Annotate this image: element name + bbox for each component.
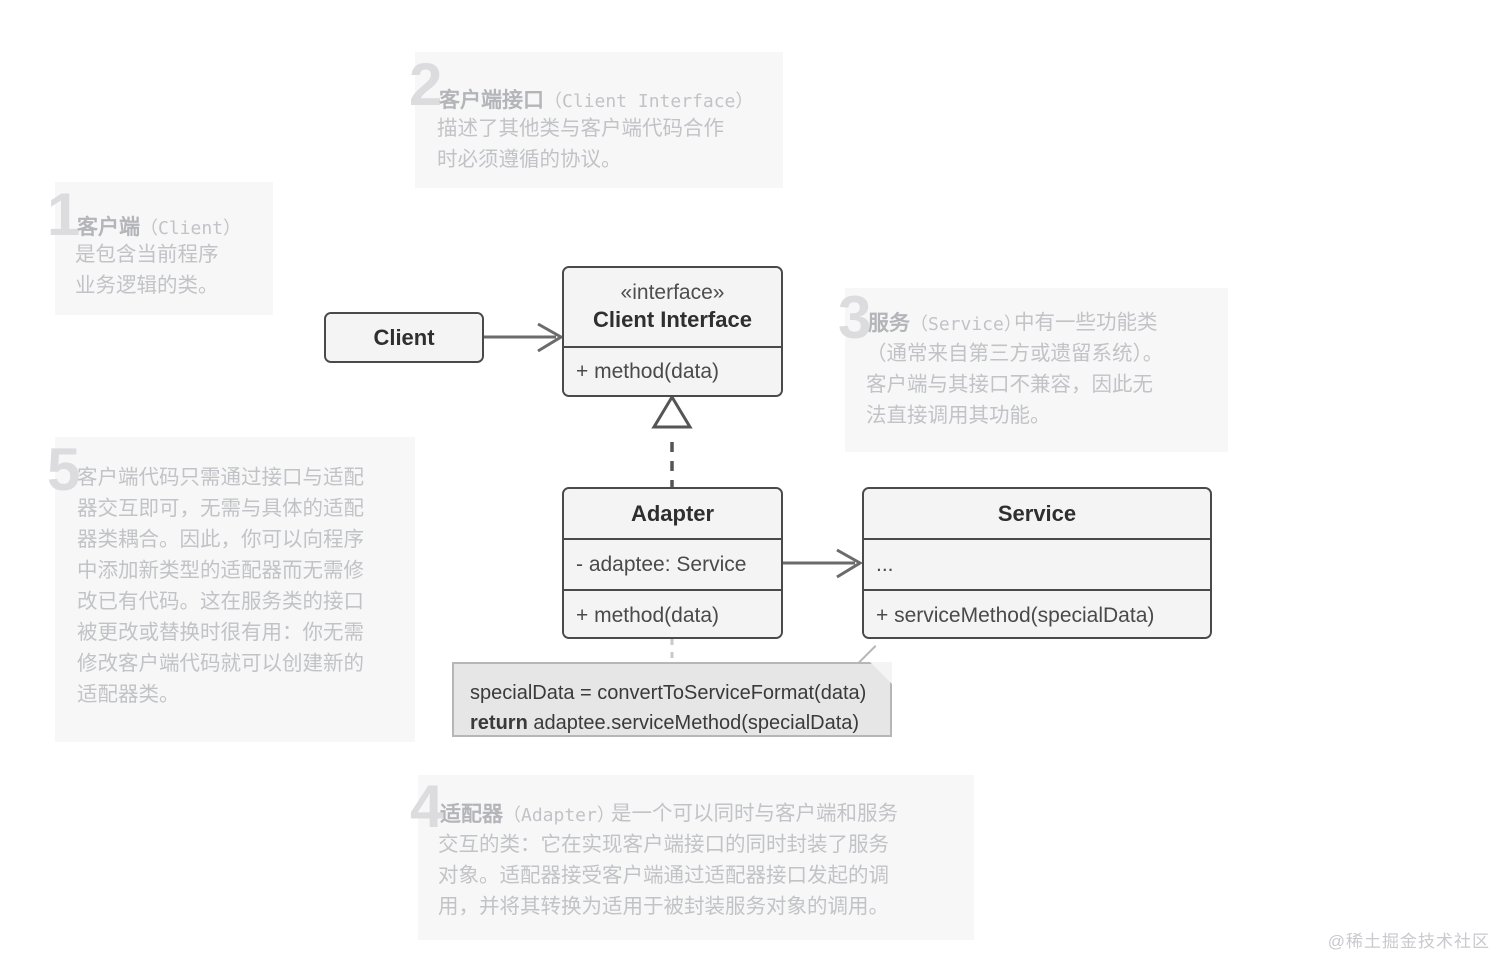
annotation-heading-1: 客户端（Client）	[77, 211, 241, 241]
code-note-line-1: specialData = convertToServiceFormat(dat…	[470, 682, 867, 704]
annotation-heading-4: 适配器（Adapter）	[440, 798, 615, 828]
client-interface-method: + method(data)	[564, 346, 781, 395]
annotation-heading-2: 客户端接口（Client Interface）	[439, 84, 753, 114]
annotation-panel-5	[55, 437, 415, 742]
annotation-heading-text-1: 客户端	[77, 216, 140, 239]
uml-class-service[interactable]: Service ... + serviceMethod(specialData)	[862, 487, 1212, 639]
annotation-panel-2	[415, 52, 783, 188]
uml-class-client[interactable]: Client	[324, 312, 484, 363]
code-note-line-2: return adaptee.serviceMethod(specialData…	[470, 708, 872, 738]
code-note-line-2-rest: adaptee.serviceMethod(specialData)	[527, 712, 860, 734]
annotation-heading-3: 服务（Service）	[868, 307, 1022, 337]
annotation-heading-latin-3: （Service）	[910, 314, 1022, 335]
annotation-body-5: 客户端代码只需通过接口与适配 器交互即可，无需与具体的适配 器类耦合。因此，你可…	[77, 466, 364, 706]
annotation-panel-4	[418, 775, 974, 940]
annotation-body-2: 描述了其他类与客户端代码合作 时必须遵循的协议。	[437, 117, 724, 171]
annotation-panel-3	[845, 288, 1228, 452]
annotation-body-1: 是包含当前程序 业务逻辑的类。	[75, 243, 219, 297]
watermark: @稀土掘金技术社区	[1327, 932, 1490, 951]
service-class-name: Service	[997, 500, 1077, 526]
annotation-number-3: 3	[838, 284, 871, 351]
annotation-heading-text-2: 客户端接口	[439, 89, 544, 112]
annotation-panel-1	[55, 182, 273, 315]
client-class-name: Client	[373, 324, 435, 350]
client-interface-stereotype: «interface»	[620, 281, 725, 304]
annotation-number-5: 5	[47, 436, 80, 503]
service-field: ...	[864, 538, 1210, 589]
annotation-body-4: 是一个可以同时与客户端和服务 交互的类：它在实现客户端接口的同时封装了服务 对象…	[438, 802, 898, 918]
annotation-number-1: 1	[47, 181, 80, 248]
annotation-heading-latin-4: （Adapter）	[503, 805, 615, 826]
adapter-class-name: Adapter	[630, 500, 715, 526]
adapter-method: + method(data)	[564, 589, 781, 637]
uml-class-adapter[interactable]: Adapter - adaptee: Service + method(data…	[562, 487, 783, 639]
client-interface-class-name: Client Interface	[593, 307, 752, 332]
note-fold-icon	[870, 662, 892, 684]
annotation-heading-text-4: 适配器	[440, 803, 503, 826]
adapter-field: - adaptee: Service	[564, 538, 781, 589]
code-note-keyword: return	[470, 712, 528, 734]
uml-class-client-interface[interactable]: «interface» Client Interface + method(da…	[562, 266, 783, 397]
annotation-heading-latin-1: （Client）	[140, 218, 242, 239]
annotation-heading-latin-2: （Client Interface）	[544, 91, 754, 112]
service-method: + serviceMethod(specialData)	[864, 589, 1210, 637]
annotation-number-4: 4	[410, 773, 443, 840]
annotation-heading-text-3: 服务	[868, 312, 910, 335]
adapter-code-note: specialData = convertToServiceFormat(dat…	[452, 645, 892, 738]
annotation-number-2: 2	[409, 51, 442, 118]
annotation-body-3: 中有一些功能类 （通常来自第三方或遗留系统）。 客户端与其接口不兼容，因此无 法…	[866, 311, 1164, 427]
